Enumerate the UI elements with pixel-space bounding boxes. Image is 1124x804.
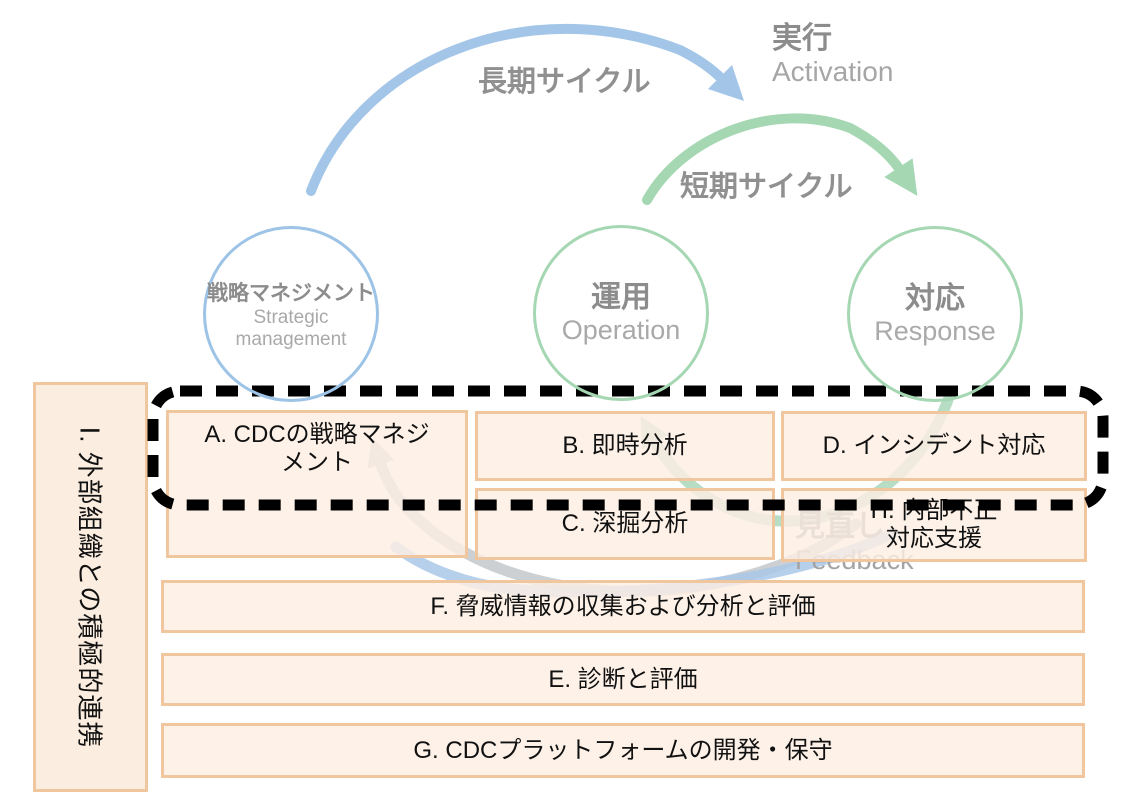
- box-h-label-line1: H. 内部不正: [870, 497, 998, 524]
- box-f-threat-intel: F. 脅威情報の収集および分析と評価: [161, 580, 1085, 633]
- box-a-strategic-management: A. CDCの戦略マネジ メント: [166, 410, 468, 558]
- circle-response: 対応 Response: [847, 226, 1023, 402]
- box-e-assessment: E. 診断と評価: [161, 653, 1085, 706]
- box-c-label: C. 深掘分析: [561, 510, 689, 537]
- box-b-realtime-analysis: B. 即時分析: [475, 411, 775, 481]
- box-d-incident-response: D. インシデント対応: [781, 411, 1087, 481]
- circle-strategic-management: 戦略マネジメント Strategic management: [203, 226, 379, 402]
- strategic-en-label: Strategic management: [235, 307, 347, 350]
- activation-jp-label: 実行: [772, 22, 832, 55]
- box-a-label-line1: A. CDCの戦略マネジ: [204, 421, 430, 448]
- response-en-label: Response: [874, 315, 996, 346]
- short-cycle-label: 短期サイクル: [680, 171, 853, 203]
- box-g-platform-dev: G. CDCプラットフォームの開発・保守: [161, 723, 1085, 778]
- circle-operation: 運用 Operation: [533, 225, 709, 401]
- long-cycle-arrow: [306, 24, 745, 196]
- box-a-label-line2: メント: [281, 449, 353, 476]
- response-jp-label: 対応: [905, 281, 965, 315]
- long-cycle-label: 長期サイクル: [478, 66, 651, 98]
- box-i-external-collaboration: Ⅰ. 外部組織との積極的連携: [33, 382, 148, 792]
- operation-jp-label: 運用: [591, 280, 651, 314]
- strategic-jp-label: 戦略マネジメント: [207, 282, 375, 305]
- activation-stage-label: 実行 Activation: [772, 22, 893, 88]
- box-h-label-line2: 対応支援: [885, 525, 982, 552]
- activation-en-label: Activation: [772, 56, 894, 87]
- box-g-label: G. CDCプラットフォームの開発・保守: [413, 736, 833, 764]
- box-d-label: D. インシデント対応: [822, 432, 1046, 459]
- box-f-label: F. 脅威情報の収集および分析と評価: [430, 592, 816, 620]
- box-h-insider-fraud-support: H. 内部不正 対応支援: [781, 488, 1087, 562]
- box-e-label: E. 診断と評価: [548, 665, 698, 693]
- box-b-label: B. 即時分析: [562, 432, 688, 459]
- operation-en-label: Operation: [561, 314, 681, 345]
- box-i-label: Ⅰ. 外部組織との積極的連携: [74, 426, 105, 748]
- box-c-deep-analysis: C. 深掘分析: [475, 488, 775, 560]
